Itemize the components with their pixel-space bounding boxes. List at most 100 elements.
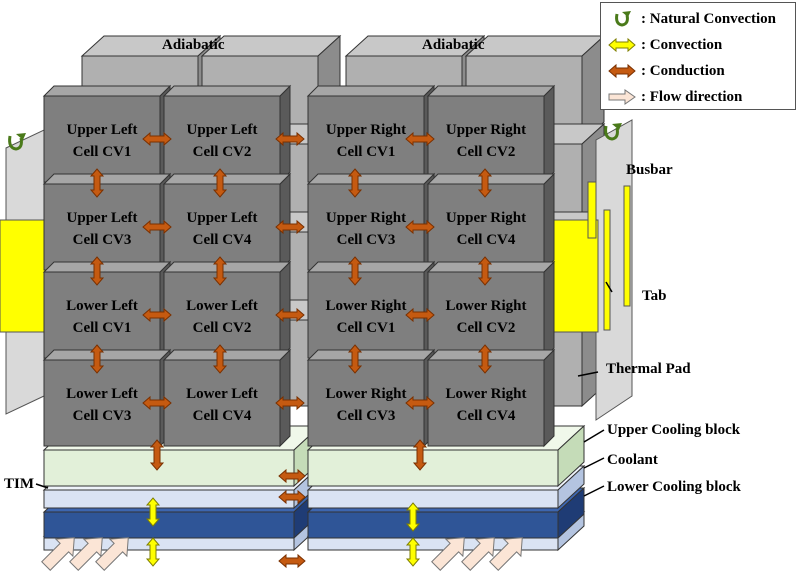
cell-r1-c1-label-line2: Cell CV4: [193, 232, 252, 248]
cell-r0-c3-label-line2: Cell CV2: [457, 144, 516, 160]
cell-r3-c0-lid: [42, 349, 172, 361]
flow-arrow-out-1-shape: [431, 537, 465, 571]
tim-label: TIM: [4, 476, 34, 492]
cell-r0-c0-label-line2: Cell CV1: [73, 144, 132, 160]
legend-convection-label: : Convection: [641, 36, 723, 53]
h-conduction-r0-2: [405, 131, 435, 147]
cell-r1-c3-lid: [426, 173, 556, 185]
flow-arrows: [41, 537, 523, 571]
flow-arrow-out-3: [489, 537, 523, 571]
cell-r2-c1-lid: [162, 261, 292, 273]
cell-r2-c0-front: [43, 271, 161, 359]
legend-conduction: : Conduction: [607, 59, 725, 83]
coolant-right-front: [307, 511, 559, 539]
cell-r1-c3-label-line1: Upper Right: [446, 210, 526, 226]
cell-r2-c0-label-line2: Cell CV1: [73, 320, 132, 336]
cell-r0-c0-label-line1: Upper Left: [67, 122, 138, 138]
upper-cooling-block-label: Upper Cooling block: [607, 422, 741, 438]
upper-cooling-left-front: [43, 489, 295, 509]
left-tab: [0, 219, 49, 333]
flow-arrow-in-1: [41, 537, 75, 571]
tim-conduction-left: [149, 439, 165, 471]
cell-r1-c2-label-line1: Upper Right: [326, 210, 406, 226]
flow-arrow-in-3: [95, 537, 129, 571]
flow-arrow-out-3-shape: [489, 537, 523, 571]
h-conduction-r2-0: [142, 307, 172, 323]
cell-r3-c2-lid: [306, 349, 436, 361]
cell-r0-c2-label-line1: Upper Right: [326, 122, 406, 138]
cell-r0-c2-lid: [306, 85, 436, 97]
cell-r1-c3-label-line2: Cell CV4: [457, 232, 516, 248]
bottom-h-conduction: [278, 553, 306, 569]
v-conduction-r0-0: [89, 168, 105, 198]
convection-left-upper: [145, 497, 161, 527]
right-tab-strip-2: [623, 185, 631, 307]
v-conduction-r2-1: [212, 344, 228, 374]
cell-r2-c3-label-line1: Lower Right: [446, 298, 527, 314]
v-conduction-r0-3: [477, 168, 493, 198]
left-natural-convection-icon-head: [16, 133, 26, 140]
v-conduction-r1-0: [89, 256, 105, 286]
legend-natural-convection-label: : Natural Convection: [641, 10, 776, 27]
v-conduction-r1-1: [212, 256, 228, 286]
side-panels: [0, 119, 633, 421]
right-natural-convection-icon-curve: [604, 125, 619, 141]
cell-r0-c3-lid: [426, 85, 556, 97]
tim-right-front: [307, 449, 559, 487]
h-conduction-r0-0: [142, 131, 172, 147]
tim-conduction-right: [412, 439, 428, 471]
flow-arrow-in-2-shape: [69, 537, 103, 571]
cell-r1-c0-front: [43, 183, 161, 271]
cell-r2-c1-label-line2: Cell CV2: [193, 320, 252, 336]
v-conduction-r0-1: [212, 168, 228, 198]
cell-r2-c2-label-line1: Lower Right: [326, 298, 407, 314]
right-tab-strip-3: [587, 181, 597, 239]
coolant-leader: [583, 457, 605, 469]
lower-cooling-block-label: Lower Cooling block: [607, 479, 741, 495]
h-conduction-r2-2: [405, 307, 435, 323]
cell-r2-c1-front: [163, 271, 281, 359]
right-natural-convection-icon: [604, 123, 622, 141]
convection-right-upper: [405, 502, 421, 532]
cell-r3-c2-label-line1: Lower Right: [326, 386, 407, 402]
v-conduction-r2-0: [89, 344, 105, 374]
cell-r0-c1-lid: [162, 85, 292, 97]
cell-r1-c2-lid: [306, 173, 436, 185]
leader-lines: [35, 281, 613, 497]
legend: : Natural Convection : Convection : Cond…: [600, 2, 796, 110]
cell-r1-c1-front: [163, 183, 281, 271]
cell-r1-c1-lid: [162, 173, 292, 185]
cell-r0-c1-label-line1: Upper Left: [187, 122, 258, 138]
back-cell-r0-c3-top: [464, 35, 606, 57]
legend-convection: : Convection: [607, 33, 722, 57]
coolant-left-front: [43, 511, 295, 539]
lower-cooling-leader: [583, 485, 605, 497]
cell-r2-c2-label-line2: Cell CV1: [337, 320, 396, 336]
legend-natural-convection: : Natural Convection: [607, 7, 776, 31]
convection-left-lower: [145, 537, 161, 567]
h-conduction-r1-1: [275, 219, 305, 235]
cell-r3-c3-label-line2: Cell CV4: [457, 408, 516, 424]
cell-r3-c3-lid: [426, 349, 556, 361]
cell-r3-c0-label-line2: Cell CV3: [73, 408, 132, 424]
cell-r0-c3-depth: [543, 84, 555, 184]
cell-r3-c3-label-line1: Lower Right: [446, 386, 527, 402]
cell-r0-c2-label-line2: Cell CV1: [337, 144, 396, 160]
convection-right-lower: [405, 537, 421, 567]
cell-r3-c1-front: [163, 359, 281, 447]
cell-r3-c2-label-line2: Cell CV3: [337, 408, 396, 424]
cell-r1-c2-label-line2: Cell CV3: [337, 232, 396, 248]
flow-arrow-in-3-shape: [95, 537, 129, 571]
